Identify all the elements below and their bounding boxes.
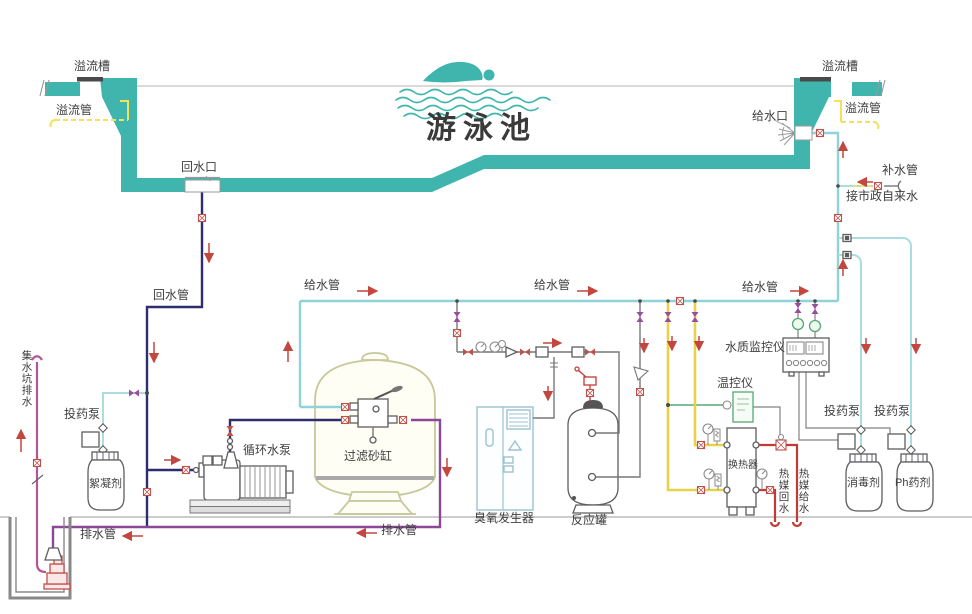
flocculant-label: 絮凝剂: [89, 478, 122, 490]
drain-pipe: [51, 418, 442, 548]
supply-pipe-label-1: 给水管: [304, 278, 341, 292]
drain-pipe-label-2: 排水管: [381, 523, 418, 537]
ph-agent-label: Ph药剂: [895, 477, 931, 489]
sand-filter-tank: [314, 352, 436, 515]
pool-title: 游泳池: [426, 112, 537, 145]
sump-pit: [8, 517, 72, 600]
overflow-grate-left: [77, 77, 103, 82]
temp-controller: [722, 391, 754, 423]
disinfectant-dosing-station: [837, 425, 883, 512]
supply-pipe-label-2: 给水管: [534, 278, 571, 292]
overflow-pipe-left-label: 溢流管: [56, 103, 93, 117]
dosing-pump-left-label: 投药泵: [64, 407, 101, 421]
submersible-pump: [43, 555, 71, 590]
circulation-pump-label: 循环水泵: [243, 443, 292, 457]
overflow-trough-left-label: 溢流槽: [74, 59, 111, 73]
overflow-pipe-right-label: 溢流管: [845, 101, 882, 115]
circulation-pump: [181, 426, 294, 514]
water-waves: [395, 88, 551, 120]
return-inlet-fitting: [184, 175, 221, 193]
dosing-pump-right-label: 投药泵: [874, 404, 911, 418]
water-quality-monitor: [782, 317, 830, 377]
sand-filter-label: 过滤砂缸: [344, 449, 393, 463]
supply-inlet-fitting: [773, 119, 813, 146]
municipal-water-label: 接市政自来水: [846, 189, 919, 203]
relief-valve: [574, 366, 597, 401]
branch-valves: [32, 128, 883, 497]
return-inlet-label: 回水口: [181, 160, 218, 174]
heat-exchanger-label: 换热器: [728, 460, 758, 471]
return-pipe-label: 回水管: [153, 288, 190, 302]
drain-pipe-label-1: 排水管: [80, 527, 117, 541]
disinfectant-label: 消毒剂: [847, 477, 880, 489]
ph-dosing-station: [887, 425, 934, 512]
ozone-generator-label: 臭氧发生器: [474, 511, 535, 525]
supply-inlet-label: 给水口: [752, 109, 789, 123]
overflow-grate-right: [800, 77, 831, 82]
heat-exchanger: [726, 427, 757, 516]
reaction-tank: [567, 366, 619, 514]
overflow-trough-right-label: 溢流槽: [822, 59, 859, 73]
swimmer-icon: [423, 61, 495, 83]
heat-supply-label: 热媒给水: [797, 468, 810, 514]
heat-return-label: 热媒回水: [777, 468, 790, 514]
supply-pipe: [298, 131, 840, 409]
heated-water-pipes: [666, 301, 727, 492]
filter-multiport-valve: [340, 385, 408, 444]
flocculant-dosing-station: [81, 423, 125, 511]
dosing-pump-mid-label: 投药泵: [824, 404, 861, 418]
ozone-generator-cabinet: [476, 406, 534, 511]
pipe-junctions: [145, 184, 840, 407]
motorized-valve: [775, 433, 787, 451]
flow-arrows: [15, 140, 922, 542]
reaction-tank-label: 反应罐: [571, 513, 608, 527]
makeup-pipe-label: 补水管: [882, 163, 919, 177]
overflow-pipes: [49, 100, 880, 130]
venturi-injector: [452, 312, 595, 359]
sump-drain-label: 集水坑排水: [20, 350, 33, 408]
sump-discharge-pipe: [31, 355, 47, 574]
temp-controller-label: 温控仪: [717, 376, 754, 390]
return-pipe: [145, 192, 341, 527]
supply-pipe-label-3: 给水管: [742, 280, 779, 294]
water-quality-monitor-label: 水质监控仪: [725, 340, 786, 354]
